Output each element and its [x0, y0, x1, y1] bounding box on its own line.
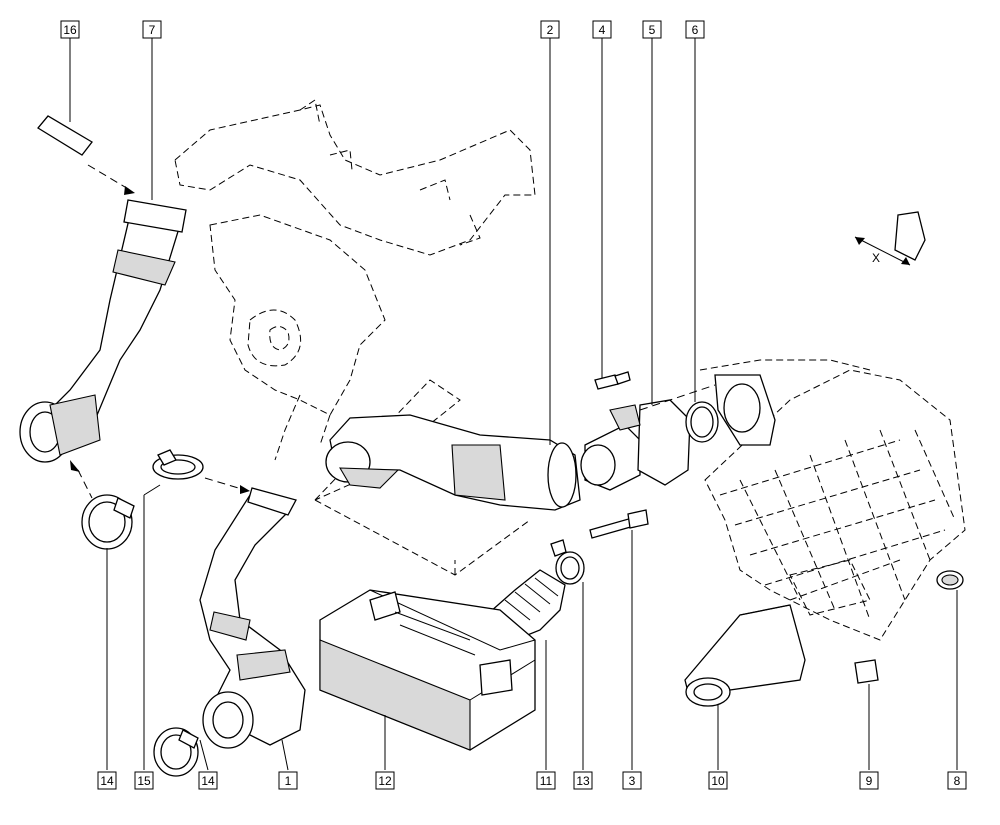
svg-text:10: 10	[711, 774, 725, 788]
svg-text:16: 16	[63, 23, 77, 37]
callout-15: 15	[134, 771, 154, 790]
arrow-15	[240, 485, 250, 494]
detail-inset: X	[854, 211, 926, 266]
svg-text:2: 2	[547, 23, 554, 37]
upper-air-hose	[19, 199, 187, 463]
main-air-duct	[325, 414, 581, 511]
callout-10: 10	[708, 771, 728, 790]
resonator-box-12	[319, 589, 536, 751]
callout-9: 9	[859, 771, 879, 790]
callout-8: 8	[947, 771, 967, 790]
svg-text:14: 14	[201, 774, 215, 788]
svg-text:12: 12	[378, 774, 392, 788]
callout-4: 4	[592, 20, 612, 39]
hose-clamp-15	[152, 449, 204, 480]
callout-5: 5	[642, 20, 662, 39]
ghost-engine-piping	[174, 99, 536, 576]
intake-horn-10	[684, 604, 806, 707]
clamp-13	[550, 539, 585, 585]
detail-mark-x: X	[872, 251, 880, 265]
callout-11: 11	[536, 771, 556, 790]
callout-13: 13	[573, 771, 593, 790]
ghost-airbox	[699, 359, 966, 641]
svg-text:14: 14	[100, 774, 114, 788]
hose-clamp-14-left	[81, 494, 135, 550]
sleeve-part-16	[37, 115, 93, 156]
svg-text:1: 1	[285, 774, 292, 788]
callout-1: 1	[278, 771, 298, 790]
arrow-14	[70, 460, 80, 472]
fitting-9	[854, 659, 879, 684]
svg-text:4: 4	[599, 23, 606, 37]
svg-text:9: 9	[866, 774, 873, 788]
air-flow-adaptor	[580, 399, 691, 491]
assembly-line-16	[87, 164, 131, 191]
bolt-3	[589, 509, 649, 539]
svg-text:3: 3	[629, 774, 636, 788]
arrow-16	[124, 186, 135, 195]
callout-3: 3	[622, 771, 642, 790]
callout-14-bottom: 14	[198, 771, 218, 790]
screw-4	[594, 371, 631, 390]
lower-air-hose	[199, 487, 306, 749]
grommet-8	[936, 570, 964, 590]
svg-text:13: 13	[576, 774, 590, 788]
hose-clamp-14-bottom	[153, 727, 199, 777]
gasket-6	[685, 401, 719, 443]
svg-text:8: 8	[954, 774, 961, 788]
assembly-line-15	[204, 477, 246, 491]
svg-text:15: 15	[137, 774, 151, 788]
callout-6: 6	[685, 20, 705, 39]
callout-7: 7	[142, 20, 162, 39]
callout-12: 12	[375, 771, 395, 790]
svg-text:6: 6	[692, 23, 699, 37]
svg-text:11: 11	[540, 774, 553, 788]
callout-2: 2	[540, 20, 560, 39]
leader-lines	[69, 38, 958, 771]
svg-text:7: 7	[149, 23, 156, 37]
assembly-line-14	[77, 469, 93, 499]
callout-14-left: 14	[97, 771, 117, 790]
callout-16: 16	[60, 20, 80, 39]
assembly-line-6	[639, 384, 716, 411]
svg-text:5: 5	[649, 23, 656, 37]
mounting-flange	[714, 374, 776, 446]
